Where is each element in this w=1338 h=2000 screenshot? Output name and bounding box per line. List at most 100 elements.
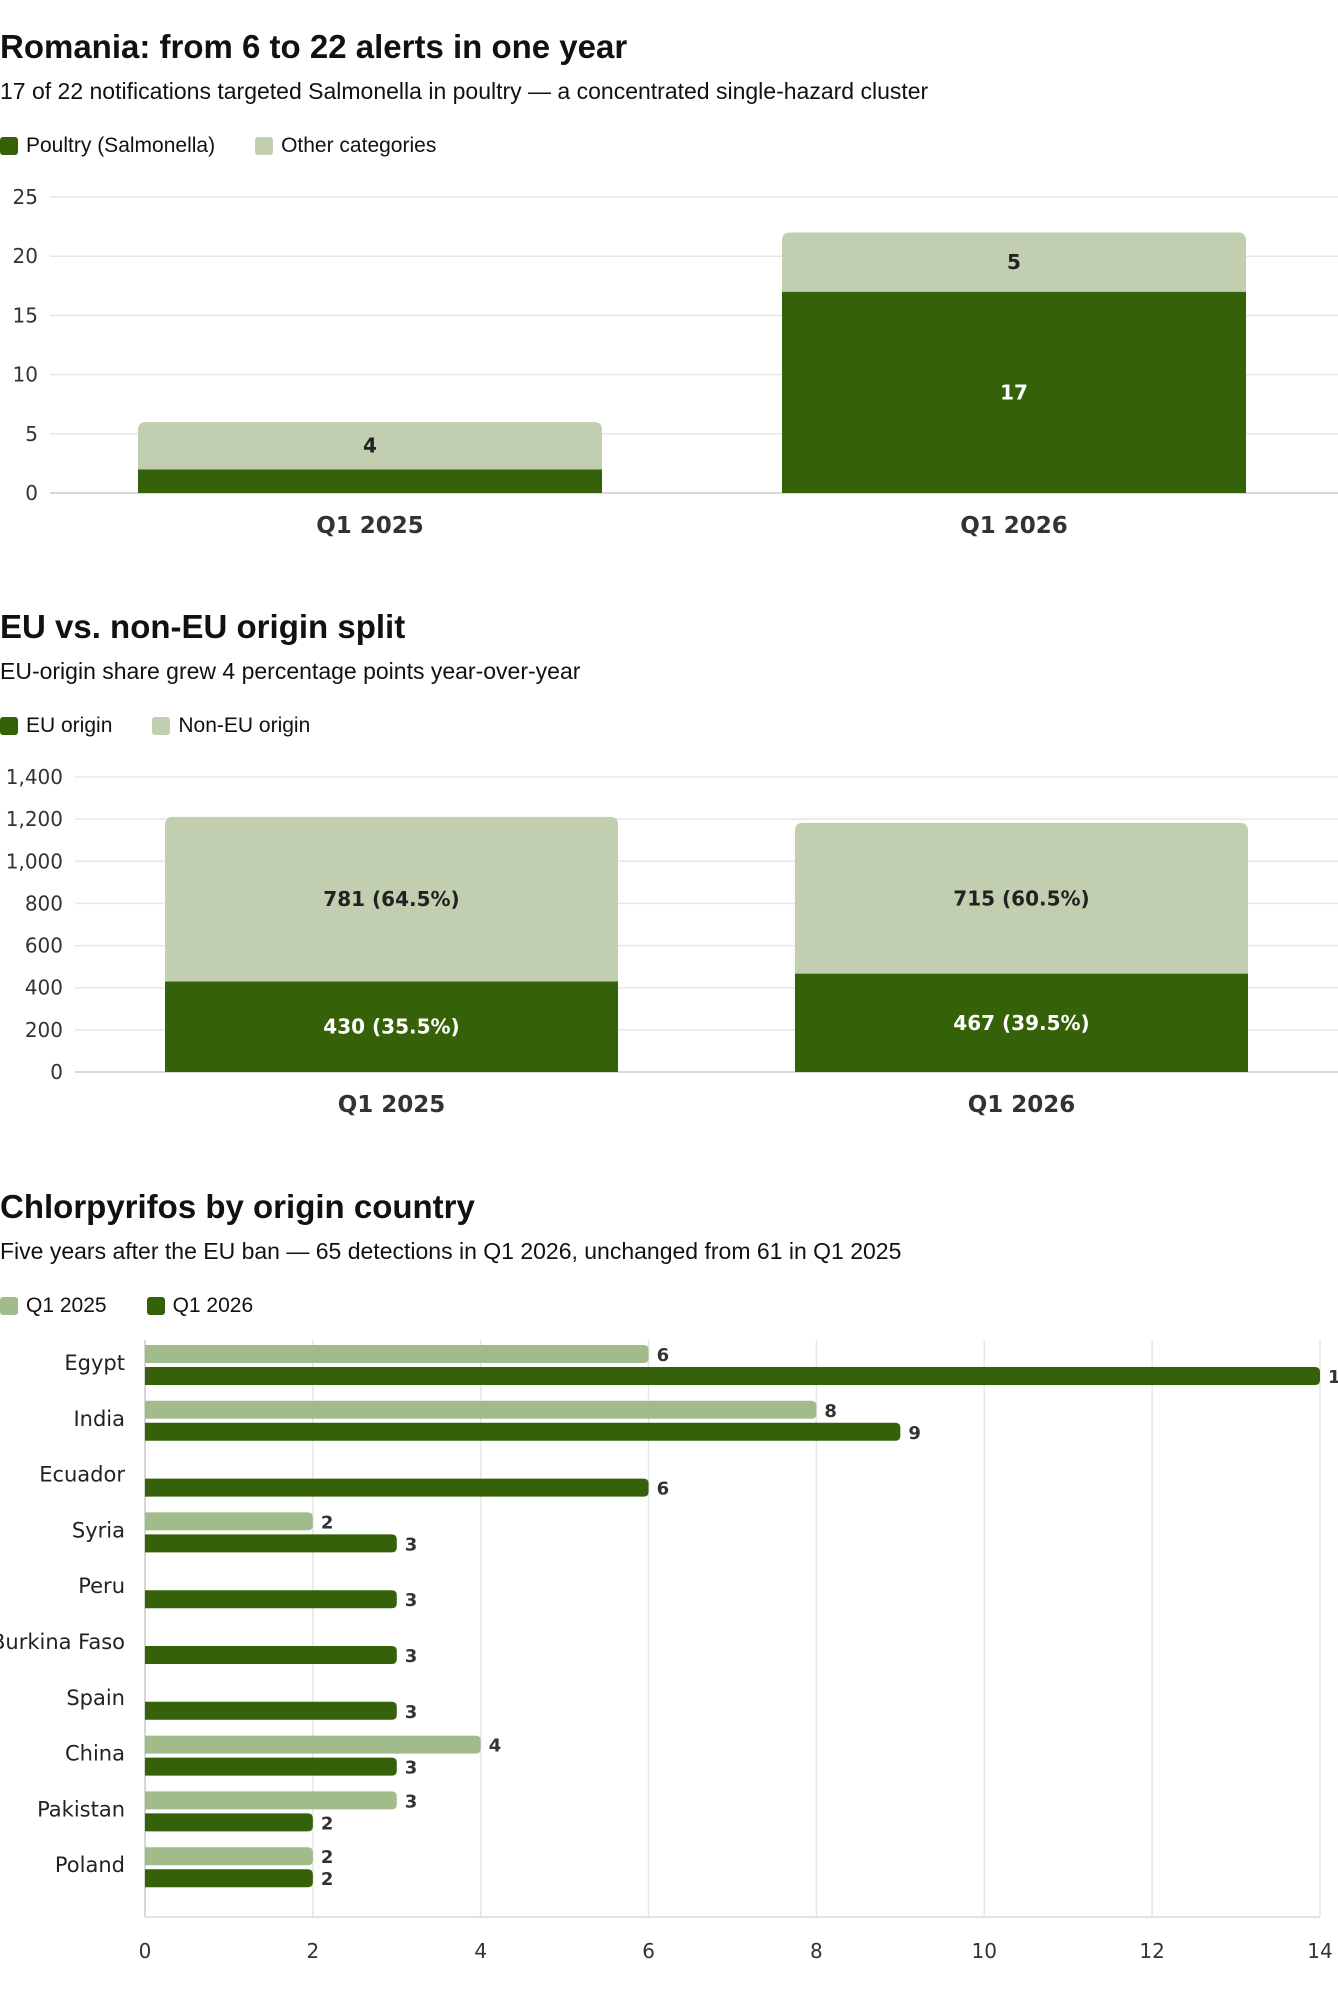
x-tick-label: 10 xyxy=(972,1939,997,1963)
y-tick-label: 5 xyxy=(25,422,38,446)
y-tick-label: Poland xyxy=(55,1853,125,1877)
bar xyxy=(145,1590,397,1609)
bar xyxy=(145,1757,397,1776)
data-label: 14 xyxy=(1328,1367,1338,1388)
y-tick-label: 15 xyxy=(13,303,38,327)
data-label: 3 xyxy=(405,1534,418,1555)
bar-segment xyxy=(795,822,1248,974)
bar xyxy=(145,1367,1320,1385)
legend-swatch xyxy=(255,137,274,155)
chart-legend: Poultry (Salmonella) Other categories xyxy=(0,134,476,158)
bar xyxy=(145,1422,901,1441)
data-label: 3 xyxy=(405,1646,418,1667)
data-label: 8 xyxy=(824,1401,837,1422)
data-label: 4 xyxy=(489,1736,502,1757)
y-tick-label: India xyxy=(73,1407,125,1431)
x-tick-label: 0 xyxy=(139,1939,152,1963)
bar-segment xyxy=(138,421,602,470)
legend-item: Q1 2025 xyxy=(0,1294,107,1318)
y-tick-label: 600 xyxy=(25,934,63,958)
data-label: 17 xyxy=(1000,380,1028,404)
y-tick-label: 25 xyxy=(13,185,38,209)
y-tick-label: Egypt xyxy=(64,1351,125,1375)
data-label: 9 xyxy=(908,1423,921,1444)
legend-label: Q1 2026 xyxy=(172,1294,254,1317)
data-label: 715 (60.5%) xyxy=(953,886,1089,910)
bar xyxy=(145,1847,313,1866)
data-label: 3 xyxy=(405,1590,418,1611)
bar xyxy=(145,1345,649,1363)
x-tick-label: Q1 2026 xyxy=(960,513,1068,539)
data-label: 467 (39.5%) xyxy=(953,1011,1089,1035)
legend-swatch xyxy=(152,717,171,735)
legend-label: Q1 2025 xyxy=(26,1294,107,1317)
y-tick-label: 10 xyxy=(13,363,38,387)
y-tick-label: 1,400 xyxy=(6,765,63,789)
x-tick-label: 8 xyxy=(810,1939,823,1963)
chart-subtitle: EU-origin share grew 4 percentage points… xyxy=(0,658,581,684)
legend-swatch xyxy=(0,1297,18,1315)
data-label: 3 xyxy=(405,1702,418,1723)
data-label: 3 xyxy=(405,1758,418,1779)
y-tick-label: Peru xyxy=(78,1574,125,1598)
legend-swatch xyxy=(0,717,18,735)
x-tick-label: 12 xyxy=(1139,1939,1164,1963)
chart-section-eu-split: EU vs. non-EU origin split EU-origin sha… xyxy=(0,580,1338,1140)
data-label: 2 xyxy=(321,1847,334,1868)
chart-title: Romania: from 6 to 22 alerts in one year xyxy=(0,28,628,65)
data-label: 6 xyxy=(657,1479,670,1500)
x-tick-label: 14 xyxy=(1307,1939,1332,1963)
bar-segment xyxy=(165,816,618,982)
bar-segment xyxy=(782,232,1246,292)
legend-swatch xyxy=(0,137,18,155)
legend-item: Non-EU origin xyxy=(152,714,310,738)
x-tick-label: Q1 2025 xyxy=(316,513,424,539)
data-label: 3 xyxy=(405,1791,418,1812)
y-tick-label: 400 xyxy=(25,976,63,1000)
chart-legend: Q1 2025 Q1 2026 xyxy=(0,1294,293,1318)
bar xyxy=(145,1813,313,1832)
y-tick-label: China xyxy=(65,1742,125,1766)
chart-legend: EU origin Non-EU origin xyxy=(0,714,350,738)
bar xyxy=(145,1646,397,1664)
x-tick-label: 6 xyxy=(642,1939,655,1963)
data-label: 430 (35.5%) xyxy=(323,1015,459,1039)
chart-title: Chlorpyrifos by origin country xyxy=(0,1188,475,1225)
legend-item: Q1 2026 xyxy=(146,1294,254,1318)
bar xyxy=(145,1400,817,1419)
bar-segment xyxy=(782,291,1246,493)
chart-section-chlorpyrifos: Chlorpyrifos by origin country Five year… xyxy=(0,1160,1338,2000)
chart-plot: 02468101214Egypt614India89Ecuador6Syria2… xyxy=(0,1340,1338,1963)
chart-subtitle: Five years after the EU ban — 65 detecti… xyxy=(0,1238,902,1264)
bar xyxy=(145,1478,649,1497)
bar xyxy=(145,1735,481,1754)
chart-section-romania: Romania: from 6 to 22 alerts in one year… xyxy=(0,0,1338,560)
y-tick-label: 1,000 xyxy=(6,849,63,873)
y-tick-label: Pakistan xyxy=(37,1797,125,1821)
y-tick-label: Burkina Faso xyxy=(0,1630,125,1654)
data-label: 2 xyxy=(321,1813,334,1834)
x-tick-label: Q1 2025 xyxy=(338,1092,446,1118)
y-tick-label: 20 xyxy=(13,244,38,268)
bar xyxy=(145,1869,313,1888)
x-tick-label: Q1 2026 xyxy=(968,1092,1076,1118)
x-tick-label: 2 xyxy=(306,1939,319,1963)
legend-label: EU origin xyxy=(26,714,113,737)
legend-label: Non-EU origin xyxy=(178,714,311,737)
legend-label: Poultry (Salmonella) xyxy=(26,134,216,157)
legend-item: Other categories xyxy=(255,134,436,158)
legend-swatch xyxy=(146,1297,165,1315)
data-label: 2 xyxy=(321,1512,334,1533)
data-label: 2 xyxy=(321,1869,334,1890)
legend-item: Poultry (Salmonella) xyxy=(0,134,215,158)
y-tick-label: 0 xyxy=(50,1060,63,1084)
y-tick-label: 0 xyxy=(25,481,38,505)
bar-segment xyxy=(795,973,1248,1072)
y-tick-label: Ecuador xyxy=(39,1463,125,1487)
bar xyxy=(145,1701,397,1720)
x-tick-label: 4 xyxy=(474,1939,487,1963)
y-tick-label: Spain xyxy=(66,1686,125,1710)
y-tick-label: Syria xyxy=(72,1518,125,1542)
bar-segment xyxy=(165,981,618,1072)
